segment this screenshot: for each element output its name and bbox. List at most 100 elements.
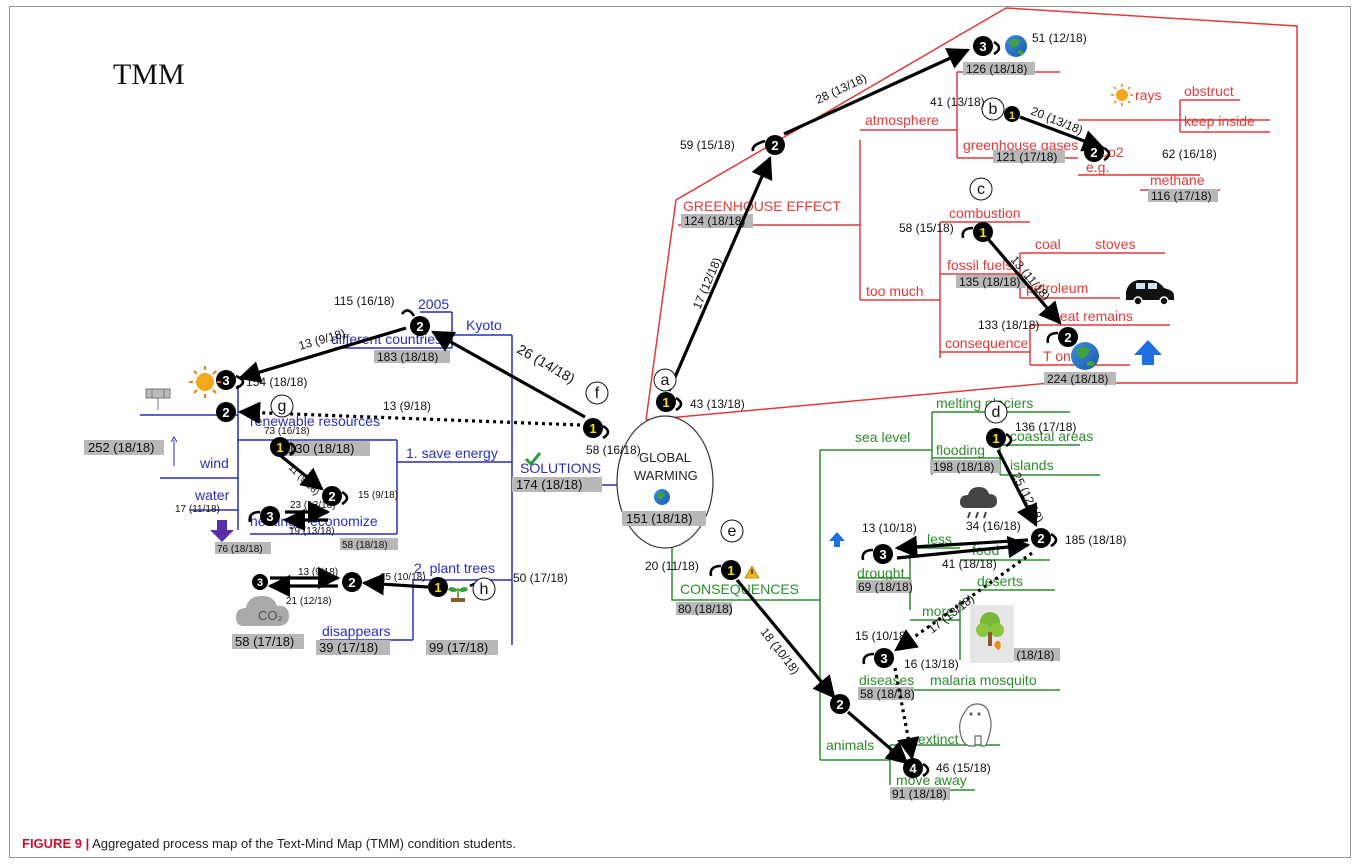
svg-text:1: 1 — [979, 225, 986, 240]
loop-sun — [235, 374, 245, 390]
svg-text:3: 3 — [880, 651, 887, 666]
svg-text:e: e — [728, 523, 737, 540]
node-3-diseases: 3 — [874, 648, 894, 668]
process-nodes: 1 2 3 1 2 1 2 2 3 2 1 1 2 3 1 2 3 1 2 3 … — [216, 36, 1104, 778]
svg-text:4: 4 — [909, 761, 917, 776]
up-arrow-icon — [1134, 340, 1162, 365]
svg-text:2: 2 — [328, 489, 335, 504]
arrow-c-to-heat — [987, 238, 1062, 325]
loop-co2 — [1103, 146, 1111, 162]
self-loops — [235, 40, 1111, 778]
caption-label: FIGURE 9 | — [22, 836, 90, 851]
co2-cloud-label: CO₂ — [258, 608, 283, 623]
node-2-bottom: 2 — [830, 694, 850, 714]
freq-46: 46 (15/18) — [936, 761, 991, 775]
svg-text:1: 1 — [662, 395, 669, 410]
consequences-labels: sea level melting glaciers flooding coas… — [680, 395, 1093, 788]
process-arrows — [237, 48, 1106, 765]
freq-185: 185 (18/18) — [1065, 533, 1126, 547]
label-less: less — [927, 531, 952, 547]
caption-text: Aggregated process map of the Text-Mind … — [89, 836, 517, 851]
freq-59: 59 (15/18) — [680, 138, 735, 152]
label-coastal-areas: coastal areas — [1010, 428, 1093, 444]
svg-text:2: 2 — [836, 697, 843, 712]
marker-g: g — [270, 394, 294, 418]
svg-text:d: d — [992, 404, 1001, 421]
warning-icon — [744, 565, 760, 579]
solar-panel-icon — [145, 388, 171, 410]
globe-icon-ton — [1071, 342, 1099, 370]
label-stoves: stoves — [1095, 236, 1135, 252]
node-1-h: 1 — [428, 577, 448, 597]
loop-d — [1005, 432, 1013, 448]
node-1-d: 1 — [986, 428, 1006, 448]
svg-text:b: b — [989, 101, 998, 118]
node-1-e: 1 — [721, 560, 741, 580]
label-consequences: CONSEQUENCES — [680, 581, 799, 597]
loop-g — [289, 441, 297, 457]
marker-a: a — [653, 368, 677, 392]
svg-text:1: 1 — [727, 563, 734, 578]
svg-text:c: c — [977, 181, 985, 198]
count-gases: 121 (17/18) — [996, 150, 1057, 164]
loop-center — [675, 396, 683, 412]
label-consequence: consequence — [945, 335, 1029, 351]
svg-text:2: 2 — [1064, 330, 1071, 345]
freq-15-10b: 15 (10/18) — [855, 629, 910, 643]
freq-41-13: 41 (13/18) — [930, 95, 985, 109]
label-2005: 2005 — [418, 296, 449, 312]
arrow-g-to-2 — [279, 454, 324, 491]
node-1-f: 1 — [583, 418, 603, 438]
label-flooding: flooding — [936, 442, 985, 458]
svg-text:1: 1 — [434, 580, 441, 595]
count-plant: 99 (17/18) — [429, 640, 488, 655]
count-solutions: 174 (18/18) — [516, 477, 583, 492]
freq-23: 23 (13/18) — [290, 500, 336, 511]
down-arrow-icon — [210, 520, 234, 542]
label-save-energy: 1. save energy — [406, 445, 498, 461]
label-islands: islands — [1010, 457, 1054, 473]
node-1-center: 1 — [656, 392, 676, 412]
label-atmosphere: atmosphere — [865, 112, 939, 128]
loop-e — [709, 564, 722, 577]
marker-f: f — [585, 381, 609, 405]
globe-icon-top — [1005, 35, 1027, 57]
label-obstruct: obstruct — [1184, 83, 1234, 99]
label-petroleum: petroleum — [1026, 280, 1088, 296]
arrow-2-to-4 — [846, 710, 909, 765]
count-disappears: 39 (17/18) — [319, 640, 378, 655]
count-badges: 124 (18/18) 121 (17/18) 116 (17/18) 126 … — [84, 62, 1218, 801]
svg-text:2: 2 — [416, 319, 423, 334]
label-combustion: combustion — [949, 205, 1021, 221]
node-2-co2: 2 — [1084, 142, 1104, 162]
marker-e: e — [720, 519, 744, 543]
label-plant-trees: 2. plant trees — [414, 560, 495, 576]
node-2-2005: 2 — [410, 316, 430, 336]
figure-caption: FIGURE 9 | Aggregated process map of the… — [22, 836, 516, 851]
dotted-3-to-4 — [893, 667, 920, 761]
center-line2: WARMING — [634, 468, 698, 483]
freq-73: 73 (16/18) — [264, 426, 310, 437]
svg-text:3: 3 — [266, 509, 273, 524]
node-1-c: 1 — [973, 222, 993, 242]
loop-renew-2 — [341, 490, 349, 506]
loop-green-2 — [1050, 532, 1058, 548]
svg-text:2: 2 — [1037, 531, 1044, 546]
figure-frame — [9, 6, 1351, 858]
freq-115: 115 (16/18) — [334, 294, 395, 308]
letter-markers: a b c d e f g h — [270, 97, 1008, 601]
label-wind: wind — [199, 455, 229, 471]
node-3-co2: 3 — [252, 574, 268, 590]
freq-16-13: 16 (13/18) — [904, 657, 959, 671]
small-up-arrow-icon — [829, 532, 845, 547]
label-deserts: deserts — [977, 573, 1023, 589]
freq-58-16: 58 (16/18) — [586, 443, 641, 457]
freq-13-9-dot: 13 (9/18) — [383, 399, 431, 413]
label-animals: animals — [826, 737, 874, 753]
label-methane: methane — [1150, 172, 1205, 188]
center-count: 151 (18/18) — [626, 511, 693, 526]
arrow-e-to-2 — [735, 578, 836, 699]
dotted-f-to-2 — [237, 401, 581, 427]
label-extinct: extinct — [918, 731, 959, 747]
